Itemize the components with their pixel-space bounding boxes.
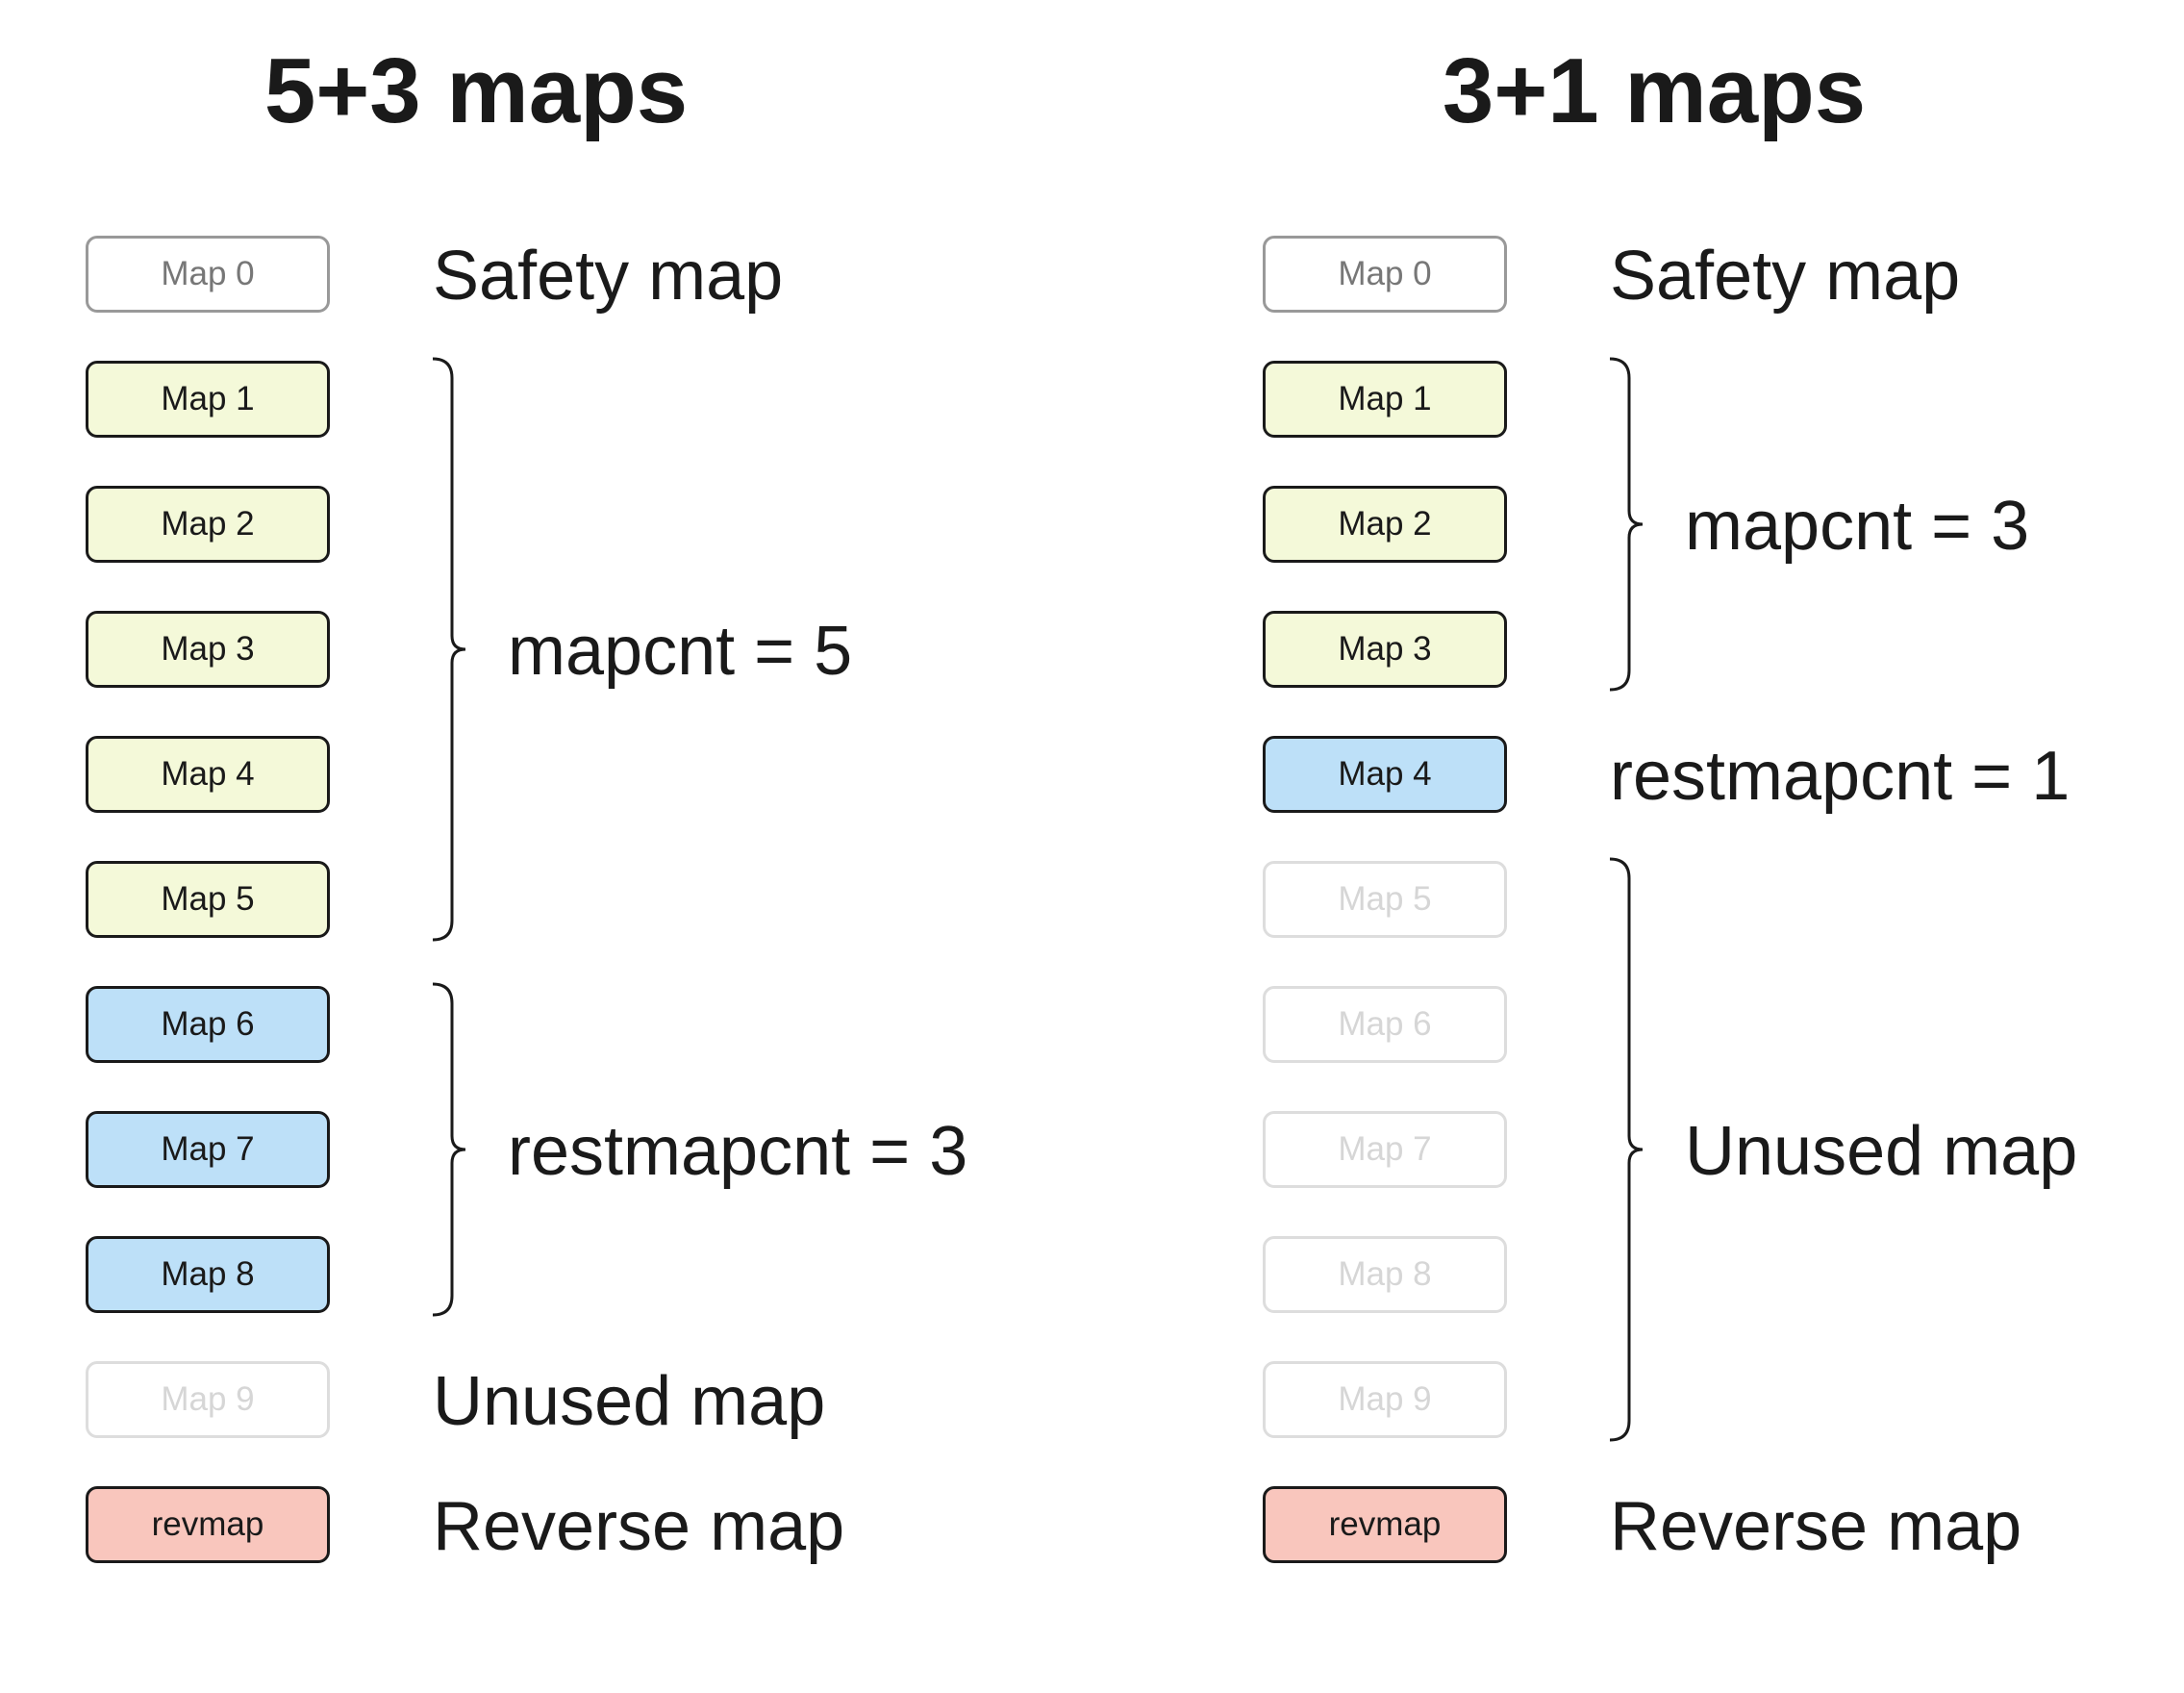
map-box-map-8: Map 8 [86,1236,330,1313]
map-box-map-5: Map 5 [1263,861,1507,938]
map-box-map-9: Map 9 [86,1361,330,1438]
annotation-label: Reverse map [1610,1488,2022,1565]
curly-brace [432,357,466,942]
map-box-map-1: Map 1 [1263,361,1507,438]
column-title: 3+1 maps [1442,39,1867,142]
map-box-map-6: Map 6 [1263,986,1507,1063]
map-box-map-0: Map 0 [86,236,330,313]
map-box-map-2: Map 2 [86,486,330,563]
annotation-label: Reverse map [433,1488,845,1565]
annotation-label: mapcnt = 5 [508,613,853,690]
map-box-map-7: Map 7 [1263,1111,1507,1188]
annotation-label: restmapcnt = 3 [508,1113,968,1190]
map-box-map-5: Map 5 [86,861,330,938]
map-box-map-2: Map 2 [1263,486,1507,563]
map-box-map-1: Map 1 [86,361,330,438]
curly-brace [1609,857,1644,1442]
annotation-label: restmapcnt = 1 [1610,738,2071,815]
annotation-label: mapcnt = 3 [1685,488,2030,565]
curly-brace [1609,357,1644,692]
map-box-map-4: Map 4 [1263,736,1507,813]
map-box-revmap: revmap [86,1486,330,1563]
map-box-map-4: Map 4 [86,736,330,813]
curly-brace [432,982,466,1317]
column-title: 5+3 maps [264,39,689,142]
map-box-map-9: Map 9 [1263,1361,1507,1438]
annotation-label: Safety map [1610,238,1961,315]
annotation-label: Unused map [433,1363,826,1440]
map-box-map-0: Map 0 [1263,236,1507,313]
map-box-map-7: Map 7 [86,1111,330,1188]
map-box-map-6: Map 6 [86,986,330,1063]
map-box-map-3: Map 3 [86,611,330,688]
map-box-map-3: Map 3 [1263,611,1507,688]
map-box-revmap: revmap [1263,1486,1507,1563]
map-box-map-8: Map 8 [1263,1236,1507,1313]
annotation-label: Safety map [433,238,784,315]
annotation-label: Unused map [1685,1113,2078,1190]
